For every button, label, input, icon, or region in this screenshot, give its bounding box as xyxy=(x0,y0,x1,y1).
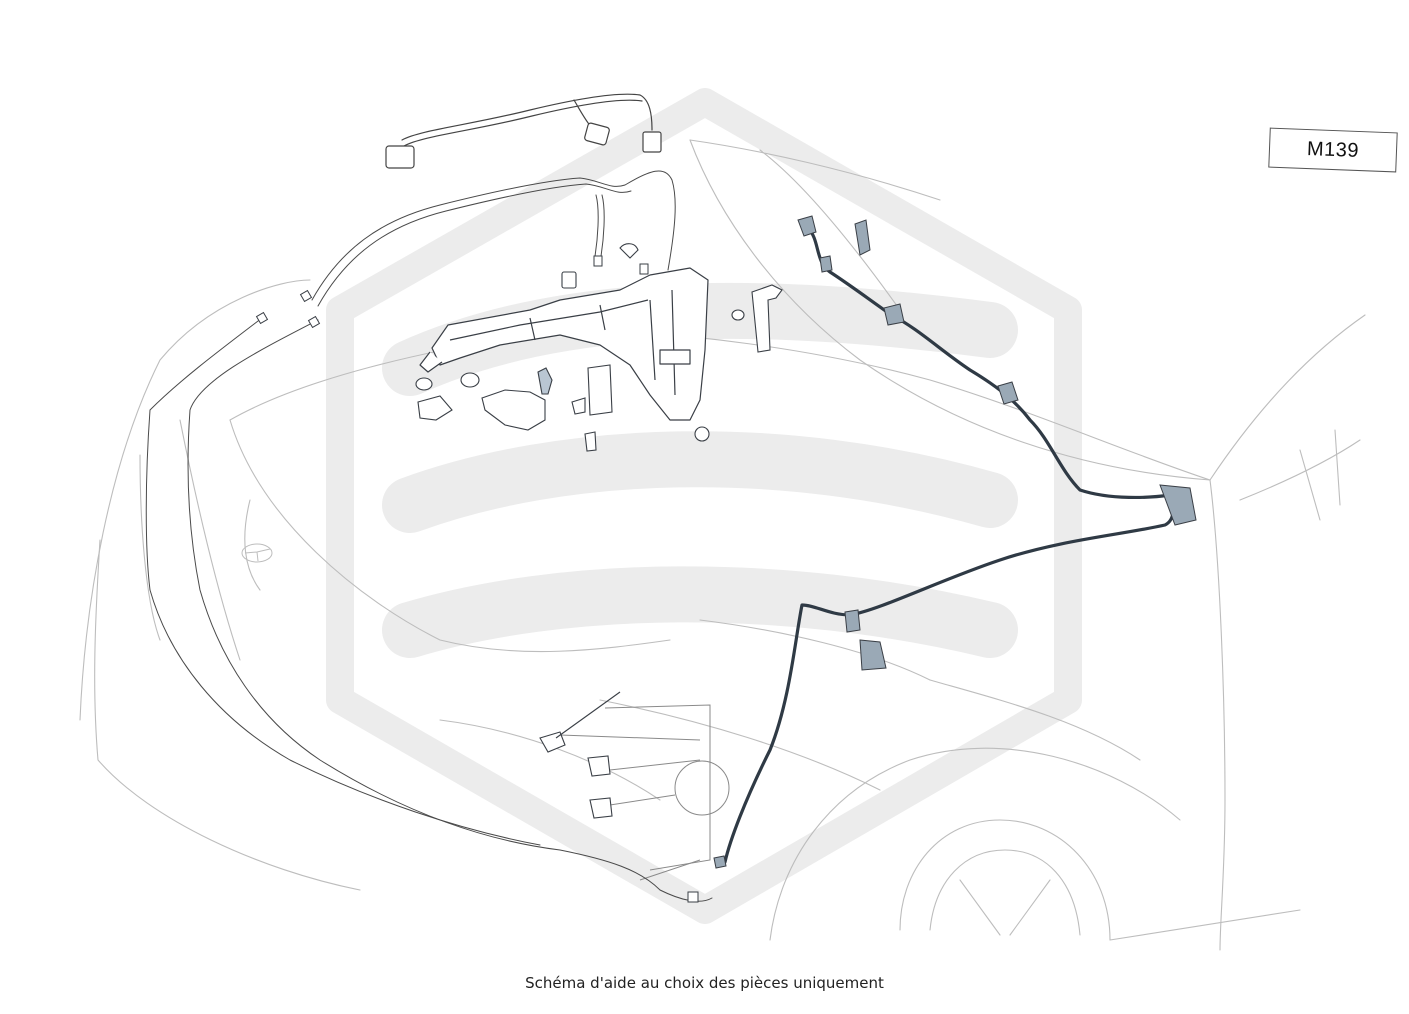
pointer-box xyxy=(559,704,730,881)
hose-clips xyxy=(713,215,1197,869)
sensor-wiring xyxy=(385,93,662,169)
car-body-outline xyxy=(79,139,1366,951)
diagram-caption: Schéma d'aide au choix des pièces unique… xyxy=(525,974,884,992)
brand-star-outline xyxy=(241,543,273,563)
washer-reservoir xyxy=(419,267,709,421)
watermark-logo xyxy=(326,88,1082,924)
lower-fasteners xyxy=(539,691,621,819)
washer-hose-front xyxy=(145,170,713,902)
reservoir-small-parts xyxy=(415,243,783,452)
hose-connectors xyxy=(255,255,699,903)
model-code-label: M139 xyxy=(1268,127,1398,173)
